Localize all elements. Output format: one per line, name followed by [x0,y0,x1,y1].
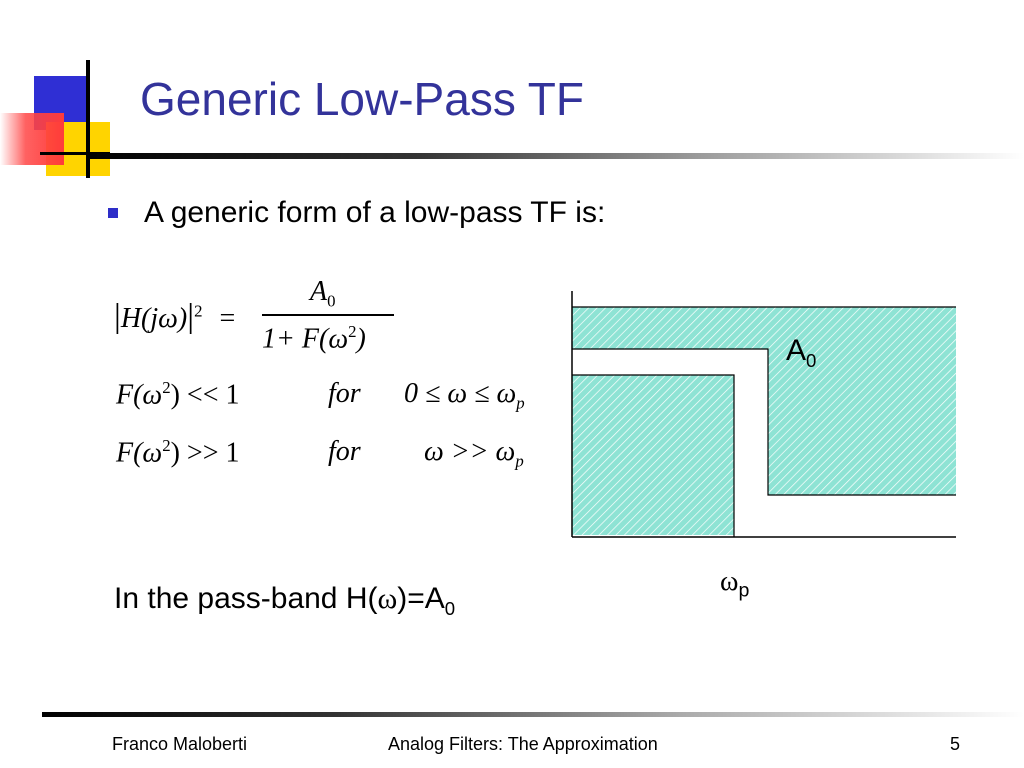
slide-logo [0,0,120,180]
gain-label: A0 [786,334,817,371]
passband-region-outline [572,374,735,537]
logo-horizontal-line [40,152,110,155]
equation-lhs: |H(jω)|2 = [114,298,236,335]
footer-author: Franco Maloberti [112,734,248,754]
footer-page-number: 5 [950,734,961,754]
equation-2-condition: 0 ≤ ω ≤ ωp [404,378,525,413]
footer-divider [42,712,1024,717]
title-divider [88,153,1024,159]
passband-forbidden-region [572,375,734,535]
lowpass-template-figure [571,291,956,538]
fraction-denominator: 1+ F(ω2) [262,322,366,355]
equation-2-lhs: F(ω2) << 1 [116,378,240,411]
bullet-text: A generic form of a low-pass TF is: [144,196,606,229]
logo-vertical-line [86,60,90,178]
equation-2-for: for [328,378,361,409]
footer-course-title: Analog Filters: The Approximation [388,734,658,754]
upper-forbidden-region [572,307,956,495]
passband-edge-label: ωp [720,566,750,602]
equation-3-condition: ω >> ωp [424,436,524,471]
upper-region-outline [572,306,956,496]
fraction-bar [262,314,394,316]
bullet-marker [108,208,118,218]
slide-title: Generic Low-Pass TF [140,73,584,125]
equation-3-lhs: F(ω2) >> 1 [116,436,240,469]
fraction-numerator: A0 [310,276,336,311]
logo-red-square [0,113,64,165]
passband-statement: In the pass-band H(ω)=A0 [114,582,456,619]
equation-3-for: for [328,436,361,467]
